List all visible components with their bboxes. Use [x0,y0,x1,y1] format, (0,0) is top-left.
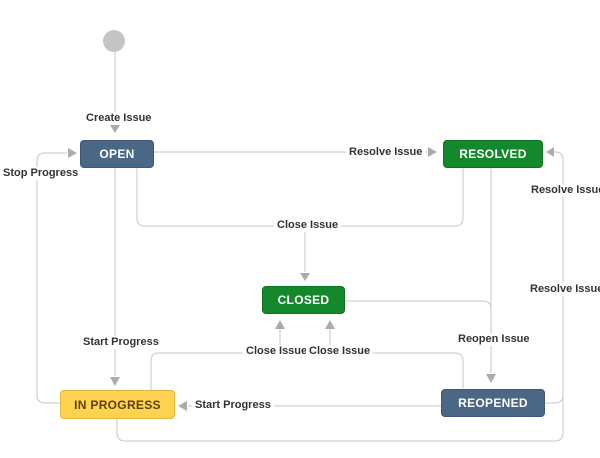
start-node[interactable] [103,30,125,52]
edge-resolve-issue-right [116,151,564,442]
status-node-resolved[interactable]: RESOLVED [443,140,543,168]
transition-label-start-progress-reopened[interactable]: Start Progress [192,399,274,412]
arrowhead-left-icon [546,147,554,157]
edge-reopen-issue-closed-branch [345,300,492,310]
arrowhead-left-icon [178,401,187,411]
transition-label-close-issue-reopened[interactable]: Close Issue [306,345,374,358]
status-node-reopened[interactable]: REOPENED [441,389,545,417]
arrowhead-right-icon [428,147,437,157]
status-node-in-progress[interactable]: IN PROGRESS [60,390,175,419]
edge-stop-progress [36,152,67,404]
transition-label-reopen-issue[interactable]: Reopen Issue [455,333,533,346]
arrowhead-up-icon [325,320,335,329]
edge-resolve-issue-reopened-branch [545,394,564,404]
arrowhead-right-icon [68,148,77,158]
status-node-closed[interactable]: CLOSED [262,286,345,314]
transition-label-stop-progress[interactable]: Stop Progress [0,167,82,180]
transition-label-close-issue-in-progress[interactable]: Close Issue [243,345,311,358]
arrowhead-down-icon [110,377,120,386]
transition-label-create-issue[interactable]: Create Issue [83,112,155,125]
edge-close-issue-top [136,168,464,227]
transition-label-resolve-issue-upper[interactable]: Resolve Issue [528,184,600,197]
transition-label-resolve-issue-lower[interactable]: Resolve Issue [527,283,600,296]
arrowhead-up-icon [275,320,285,329]
transition-label-resolve-issue-open[interactable]: Resolve Issue [346,146,426,159]
transition-label-start-progress-open[interactable]: Start Progress [80,336,162,349]
arrowhead-down-icon [110,125,120,133]
transition-label-close-issue-top[interactable]: Close Issue [274,219,342,232]
edge-close-issue-bottom [150,352,464,390]
status-node-open[interactable]: OPEN [80,140,154,168]
arrowhead-down-icon [486,374,496,383]
arrowhead-down-icon [300,273,310,281]
